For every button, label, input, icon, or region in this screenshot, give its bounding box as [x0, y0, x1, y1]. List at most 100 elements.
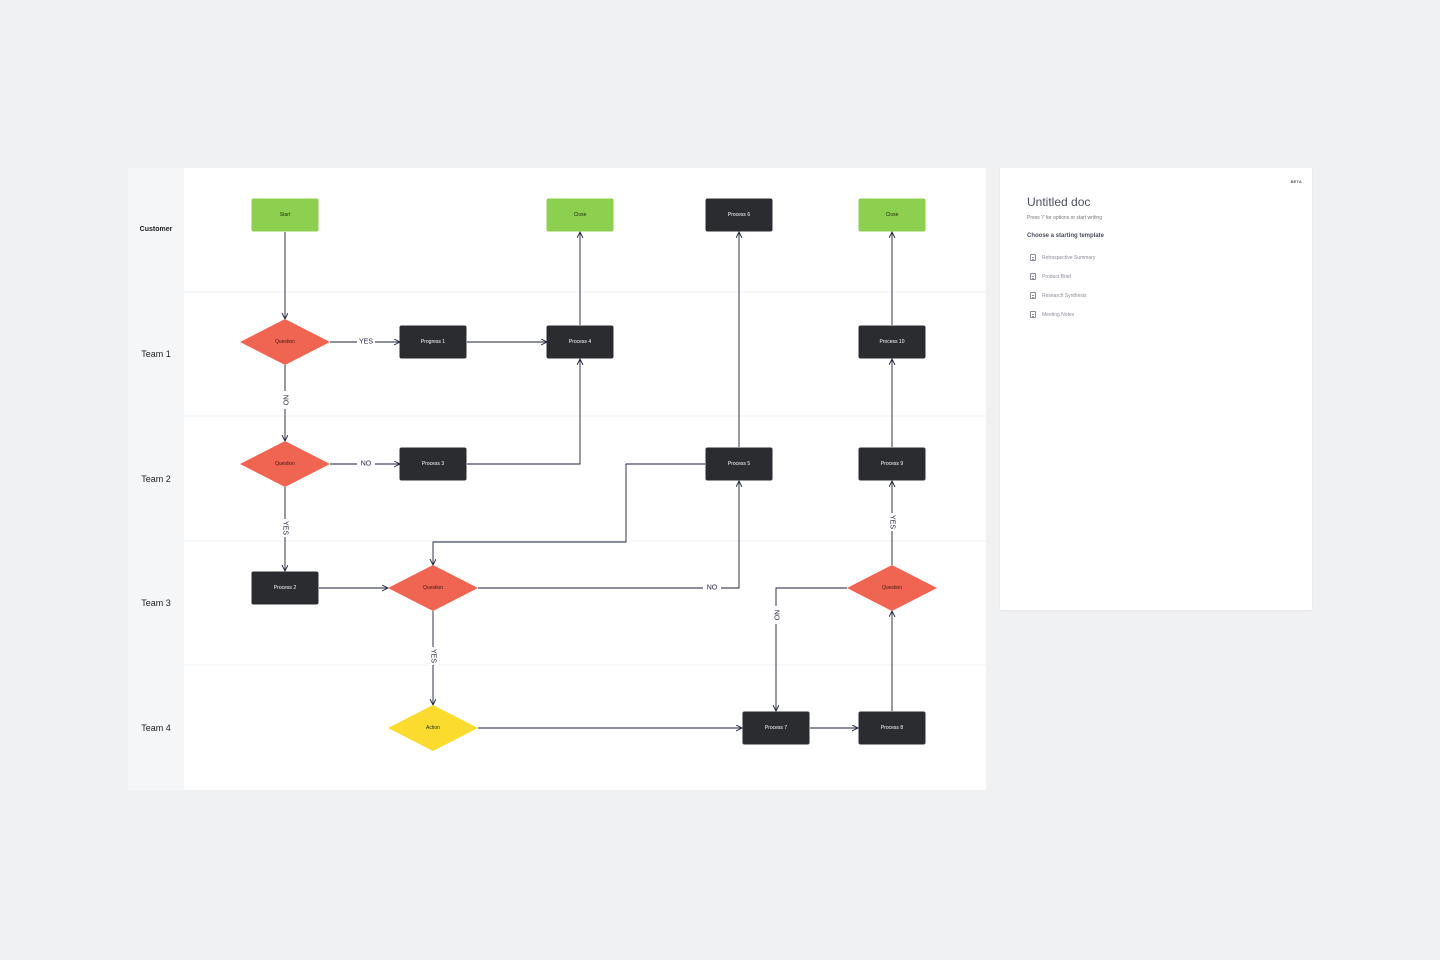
edge-label-no: NO — [773, 610, 780, 621]
process-box — [858, 325, 926, 359]
process-box — [858, 447, 926, 481]
template-item-research-synthesis[interactable]: Research Synthesis — [1030, 286, 1095, 305]
lane-label-customer: Customer — [139, 226, 173, 233]
node-label: Process 6 — [728, 212, 750, 218]
edge-label-bg — [428, 647, 438, 665]
node-label: Process 8 — [881, 725, 903, 731]
lane-label-team-2: Team 2 — [141, 474, 171, 484]
edge-label-bg — [280, 391, 290, 409]
node-p9: Process 9 — [858, 447, 926, 481]
edge-label-bg — [280, 519, 290, 537]
process-box — [399, 325, 467, 359]
node-label: Process 2 — [274, 585, 296, 591]
node-label: Question — [275, 461, 295, 467]
edge-label-bg — [771, 606, 781, 624]
doc-panel: BETA Untitled doc Press '/' for options … — [1000, 168, 1312, 610]
template-label: Product Brief — [1042, 273, 1071, 280]
node-action: Action — [388, 705, 478, 751]
decision-diamond — [847, 565, 937, 611]
node-label: Process 4 — [569, 339, 591, 345]
decision-diamond — [388, 565, 478, 611]
connector-arrow — [467, 359, 580, 465]
template-label: Retrospective Summary — [1042, 254, 1096, 261]
node-p6: Process 6 — [705, 198, 773, 232]
edge-label-yes: YES — [359, 339, 373, 346]
node-p8: Process 8 — [858, 711, 926, 745]
action-diamond — [388, 705, 478, 751]
terminal-box — [858, 198, 926, 232]
node-p10: Process 10 — [858, 325, 926, 359]
connector-arrow — [433, 463, 705, 565]
template-label: Research Synthesis — [1042, 292, 1087, 299]
lane-label-team-3: Team 3 — [141, 598, 171, 608]
node-q4: Question — [847, 565, 937, 611]
node-close1: Close — [546, 198, 614, 232]
node-label: Action — [426, 725, 440, 731]
beta-badge: BETA — [1290, 179, 1302, 184]
node-label: Process 10 — [879, 339, 904, 345]
template-heading: Choose a starting template — [1027, 233, 1105, 239]
node-label: Process 5 — [728, 461, 750, 467]
template-label: Meeting Notes — [1042, 311, 1075, 318]
flowchart-board: Customer Team 1 Team 2 Team 3 Team 4 YES… — [128, 168, 986, 790]
edge-label-bg — [357, 459, 375, 469]
node-p3: Process 3 — [399, 447, 467, 481]
decision-diamond — [240, 441, 330, 487]
node-p2: Process 2 — [251, 571, 319, 605]
node-label: Question — [275, 339, 295, 345]
document-icon — [1030, 254, 1036, 261]
node-prog1: Progress 1 — [399, 325, 467, 359]
document-icon — [1030, 311, 1036, 318]
doc-hint[interactable]: Press '/' for options or start writing — [1027, 215, 1102, 221]
edge-label-no: NO — [282, 395, 289, 406]
process-box — [705, 198, 773, 232]
node-label: Process 7 — [765, 725, 787, 731]
edge-label-bg — [887, 513, 897, 531]
node-label: Start — [280, 212, 291, 218]
process-box — [858, 711, 926, 745]
node-p5: Process 5 — [705, 447, 773, 481]
template-list: Retrospective Summary Product Brief Rese… — [1030, 248, 1095, 324]
edge-label-bg — [357, 337, 375, 347]
lane-label-team-4: Team 4 — [141, 723, 171, 733]
document-icon — [1030, 273, 1036, 280]
node-label: Question — [423, 585, 443, 591]
edge-label-bg — [703, 583, 721, 593]
node-label: Question — [882, 585, 902, 591]
edge-label-yes: YES — [282, 521, 289, 535]
process-box — [705, 447, 773, 481]
template-item-product-brief[interactable]: Product Brief — [1030, 267, 1095, 286]
process-box — [742, 711, 810, 745]
connector-arrow — [776, 587, 847, 711]
document-icon — [1030, 292, 1036, 299]
doc-title[interactable]: Untitled doc — [1027, 195, 1091, 209]
decision-diamond — [240, 319, 330, 365]
terminal-box — [546, 198, 614, 232]
template-item-retrospective-summary[interactable]: Retrospective Summary — [1030, 248, 1095, 267]
node-q1: Question — [240, 319, 330, 365]
lane-label-column: Customer Team 1 Team 2 Team 3 Team 4 — [128, 168, 184, 790]
edge-label-no: NO — [707, 585, 718, 592]
process-box — [546, 325, 614, 359]
edge-label-yes: YES — [430, 649, 437, 663]
lane-label-team-1: Team 1 — [141, 349, 171, 359]
node-q2: Question — [240, 441, 330, 487]
process-box — [399, 447, 467, 481]
node-start: Start — [251, 198, 319, 232]
connector-arrow — [478, 481, 739, 589]
node-label: Close — [574, 212, 587, 218]
node-label: Close — [886, 212, 899, 218]
node-q3: Question — [388, 565, 478, 611]
template-item-meeting-notes[interactable]: Meeting Notes — [1030, 305, 1095, 324]
terminal-box — [251, 198, 319, 232]
node-close2: Close — [858, 198, 926, 232]
edge-label-yes: YES — [889, 515, 896, 529]
process-box — [251, 571, 319, 605]
node-label: Process 9 — [881, 461, 903, 467]
node-p7: Process 7 — [742, 711, 810, 745]
edge-label-no: NO — [361, 461, 372, 468]
flowchart-canvas: YES NO NO YES NO YES YES NO Start Close Process 6 C… — [184, 198, 986, 751]
node-label: Process 3 — [422, 461, 444, 467]
node-label: Progress 1 — [421, 339, 445, 345]
node-p4: Process 4 — [546, 325, 614, 359]
